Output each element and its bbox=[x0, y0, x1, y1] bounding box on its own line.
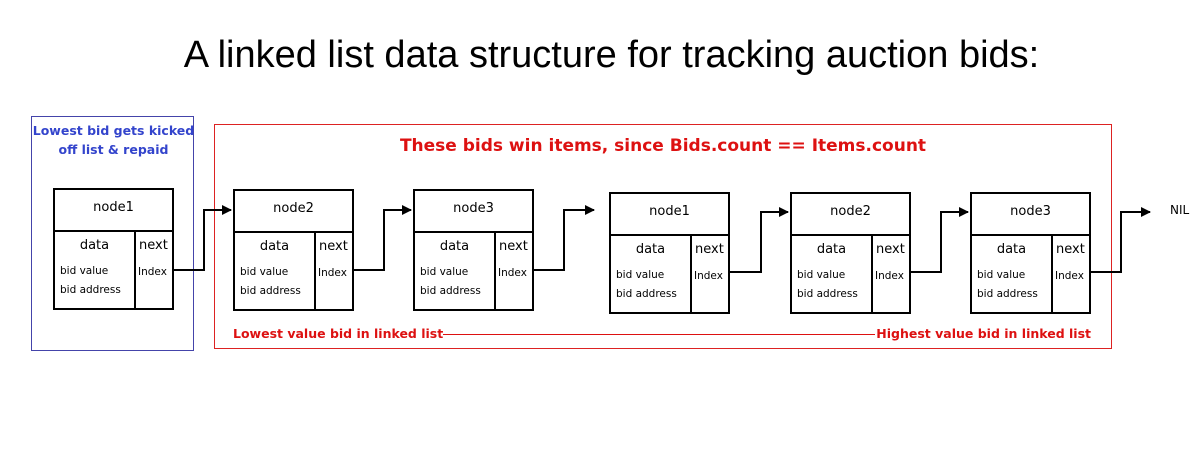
bid-address-label: bid address bbox=[616, 288, 677, 300]
node-data-cell: data bid value bid address bbox=[415, 233, 496, 309]
data-label: data bbox=[259, 239, 290, 254]
bid-value-label: bid value bbox=[616, 269, 665, 281]
arrow-connector bbox=[911, 207, 969, 273]
node-data-cell: data bid value bid address bbox=[55, 232, 136, 308]
bid-address-label: bid address bbox=[977, 288, 1038, 300]
nil-label: NIL bbox=[1170, 203, 1190, 217]
winning-bids-note: These bids win items, since Bids.count =… bbox=[399, 136, 927, 156]
bid-value-label: bid value bbox=[420, 266, 469, 278]
bid-address-label: bid address bbox=[797, 288, 858, 300]
value-range-line bbox=[443, 334, 875, 335]
bid-value-label: bid value bbox=[240, 266, 289, 278]
arrow-connector bbox=[174, 205, 232, 271]
bid-address-label: bid address bbox=[240, 285, 301, 297]
bid-value-label: bid value bbox=[60, 265, 109, 277]
node-data-cell: data bid value bid address bbox=[235, 233, 316, 309]
index-label: Index bbox=[498, 267, 527, 279]
index-label: Index bbox=[138, 266, 167, 278]
next-label: next bbox=[695, 242, 724, 257]
bid-value-label: bid value bbox=[977, 269, 1026, 281]
index-label: Index bbox=[318, 267, 347, 279]
data-label: data bbox=[816, 242, 847, 257]
highest-bid-label: Highest value bid in linked list bbox=[876, 326, 1091, 341]
data-label: data bbox=[996, 242, 1027, 257]
index-label: Index bbox=[694, 270, 723, 282]
list-node: node1 data bid value bid address next In… bbox=[53, 188, 174, 310]
next-label: next bbox=[319, 239, 348, 254]
list-node: node2 data bid value bid address next In… bbox=[233, 189, 354, 311]
node-name: node3 bbox=[972, 194, 1089, 236]
data-label: data bbox=[79, 238, 110, 253]
winning-bids-region bbox=[214, 124, 1112, 349]
data-label: data bbox=[439, 239, 470, 254]
node-data-cell: data bid value bid address bbox=[972, 236, 1053, 312]
diagram-title: A linked list data structure for trackin… bbox=[183, 34, 1040, 76]
next-label: next bbox=[1056, 242, 1085, 257]
node-name: node2 bbox=[235, 191, 352, 233]
lowest-bid-label: Lowest value bid in linked list bbox=[233, 326, 444, 341]
arrow-connector bbox=[354, 205, 412, 271]
list-node: node2 data bid value bid address next In… bbox=[790, 192, 911, 314]
node-name: node2 bbox=[792, 194, 909, 236]
node-name: node3 bbox=[415, 191, 532, 233]
next-label: next bbox=[876, 242, 905, 257]
removed-bid-region bbox=[31, 116, 194, 351]
bid-value-label: bid value bbox=[797, 269, 846, 281]
index-label: Index bbox=[875, 270, 904, 282]
removed-bid-note: Lowest bid gets kicked off list & repaid bbox=[32, 123, 195, 157]
node-data-cell: data bid value bid address bbox=[792, 236, 873, 312]
next-label: next bbox=[139, 238, 168, 253]
node-data-cell: data bid value bid address bbox=[611, 236, 692, 312]
arrow-connector bbox=[730, 207, 789, 273]
data-label: data bbox=[635, 242, 666, 257]
list-node: node3 data bid value bid address next In… bbox=[413, 189, 534, 311]
arrow-connector bbox=[1091, 207, 1151, 273]
node-name: node1 bbox=[55, 190, 172, 232]
index-label: Index bbox=[1055, 270, 1084, 282]
next-label: next bbox=[499, 239, 528, 254]
bid-address-label: bid address bbox=[420, 285, 481, 297]
bid-address-label: bid address bbox=[60, 284, 121, 296]
arrow-connector bbox=[534, 205, 595, 271]
list-node: node3 data bid value bid address next In… bbox=[970, 192, 1091, 314]
list-node: node1 data bid value bid address next In… bbox=[609, 192, 730, 314]
node-name: node1 bbox=[611, 194, 728, 236]
